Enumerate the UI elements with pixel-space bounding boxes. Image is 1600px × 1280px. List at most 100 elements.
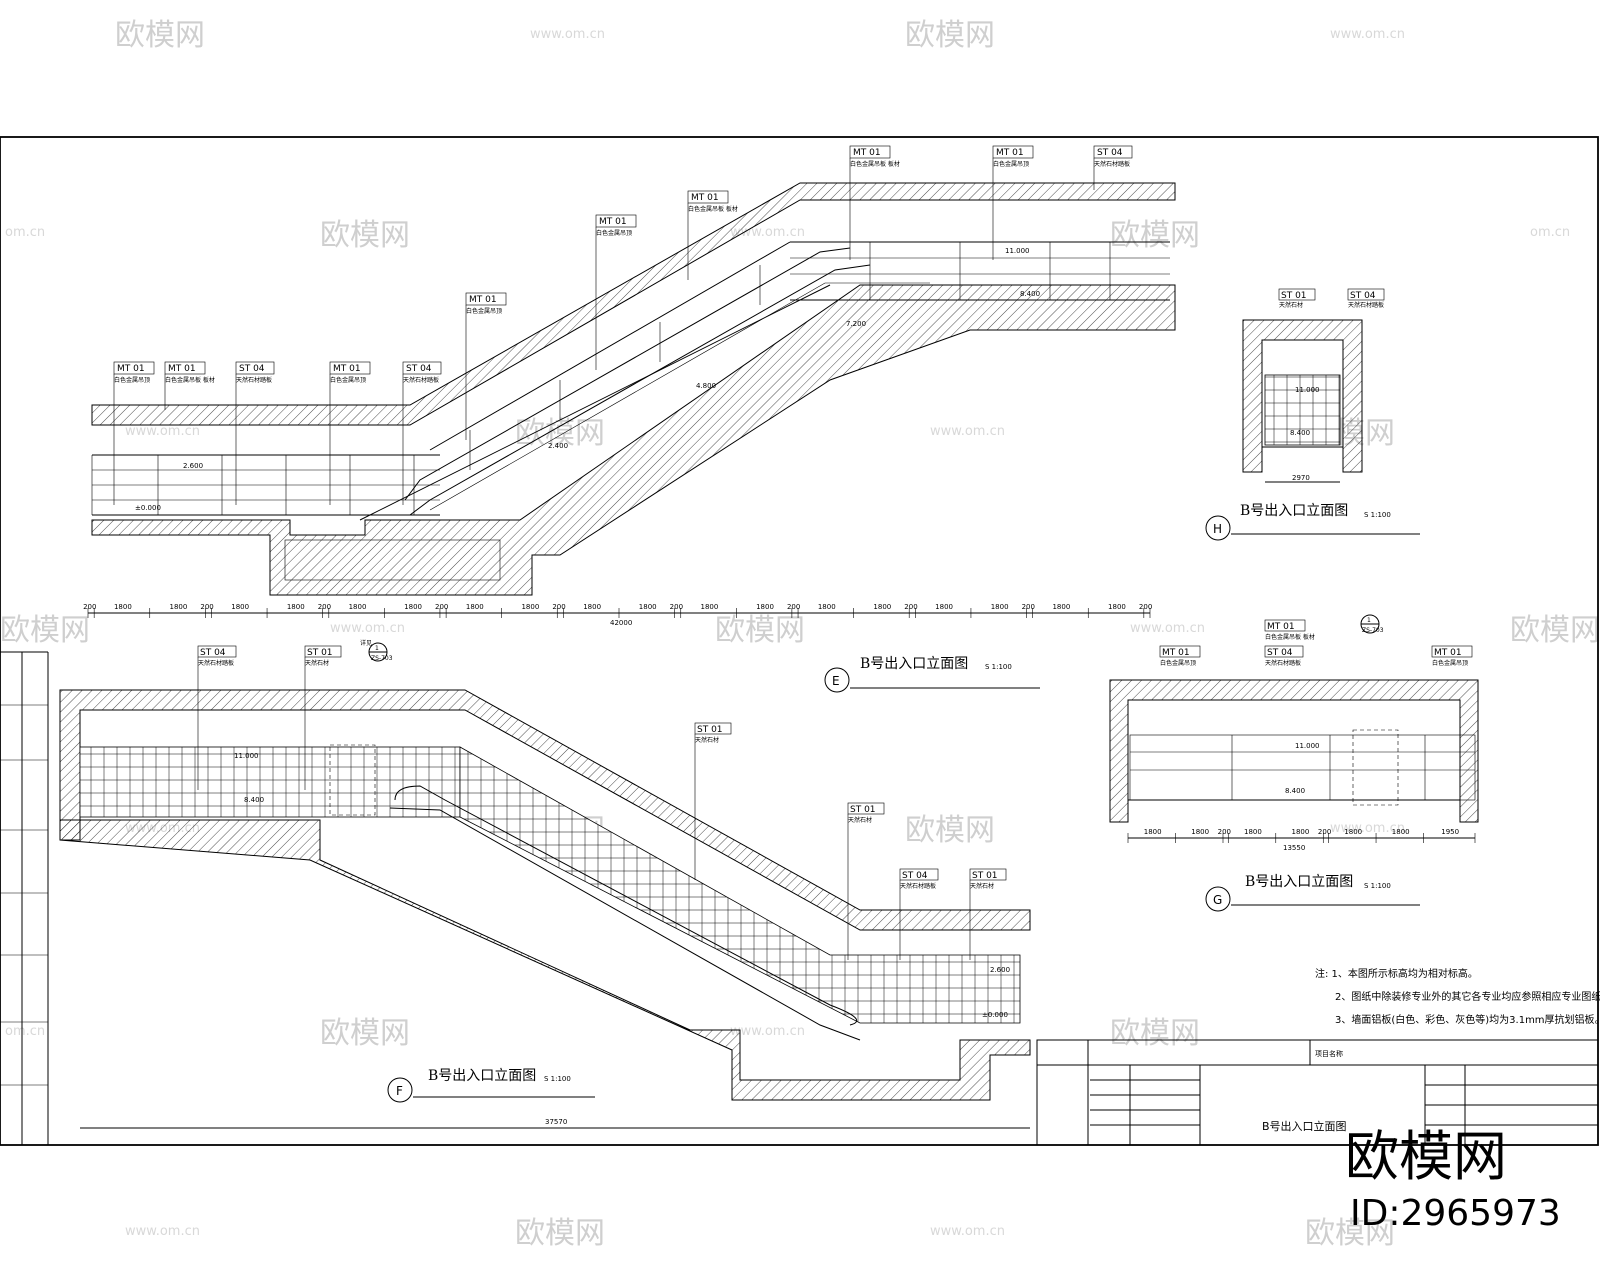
tag-note: 天然石材踏板 [236, 376, 272, 384]
railing-upper [429, 241, 1170, 470]
watermark-url: www.om.cn [1330, 27, 1405, 42]
elevation-label: ±0.000 [135, 504, 161, 512]
dimension-segment-label: 200 [670, 603, 683, 611]
watermark-url-short: om.cn [5, 1024, 45, 1039]
structure-section-F [59, 819, 1031, 1101]
dimension-segment-label: 1800 [873, 603, 891, 611]
watermark-brand: 欧模网 [905, 18, 995, 53]
watermark-url: www.om.cn [330, 621, 405, 636]
tag-st01: ST 01 [697, 725, 723, 735]
dimension-segment-label: 200 [435, 603, 448, 611]
tag-mt01: MT 01 [599, 217, 627, 227]
drawing-marker-G [1205, 886, 1231, 912]
tag-note: 白色金属吊顶 [466, 307, 502, 315]
watermark-url: www.om.cn [930, 1224, 1005, 1239]
watermark-brand: 欧模网 [1110, 218, 1200, 253]
tag-note: 白色金属吊顶 [114, 376, 150, 384]
elevation-label: 2.400 [548, 442, 568, 450]
dimension-segment-label: 1800 [991, 603, 1009, 611]
dimension-segment-label: 200 [200, 603, 213, 611]
dimension-segment-label: 1800 [818, 603, 836, 611]
elevation-label: 11.000 [1005, 247, 1030, 255]
dimension-segment-label: 1800 [935, 603, 953, 611]
elevation-label: ±0.000 [982, 1011, 1008, 1019]
dimension-segment-label: 200 [787, 603, 800, 611]
watermark-url: www.om.cn [125, 424, 200, 439]
tag-mt01: MT 01 [469, 295, 497, 305]
watermark-url: www.om.cn [530, 27, 605, 42]
drawing-marker-letter: H [1213, 522, 1222, 536]
tag-note: 白色金属吊顶 [1432, 659, 1468, 667]
tag-mt01: MT 01 [1434, 648, 1462, 658]
dimension-segment-label: 1800 [1191, 828, 1209, 836]
dimension-segment-label: 1800 [521, 603, 539, 611]
drawing-marker-E [824, 667, 850, 693]
tag-st04: ST 04 [1097, 148, 1123, 158]
dimension-segment-label: 200 [1218, 828, 1231, 836]
tag-note: 白色金属吊板 板材 [1265, 633, 1315, 641]
dimension-segment-label: 200 [1022, 603, 1035, 611]
dimension-segment-label: 1800 [349, 603, 367, 611]
tag-st01: ST 01 [972, 871, 998, 881]
tag-note: 天然石材 [1279, 301, 1303, 309]
stone-tile-wall [459, 746, 1021, 1024]
watermark-url: www.om.cn [125, 1224, 200, 1239]
tag-note: 天然石材踏板 [900, 882, 936, 890]
tag-mt01: MT 01 [1162, 648, 1190, 658]
detail-region [329, 744, 376, 816]
dimension-segment-label: 1800 [701, 603, 719, 611]
elevation-label: 11.000 [1295, 742, 1320, 750]
elevation-label: 11.000 [1295, 386, 1320, 394]
drawing-scale-E: S 1:100 [985, 663, 1012, 671]
watermark-url-short: om.cn [1530, 225, 1570, 240]
tag-note: 天然石材 [305, 659, 329, 667]
watermark-url-short: om.cn [5, 225, 45, 240]
tag-st01: ST 01 [850, 805, 876, 815]
watermark-brand: 欧模网 [1510, 613, 1600, 648]
tag-note: 天然石材踏板 [1094, 160, 1130, 168]
note-line: 2、图纸中除装修专业外的其它各专业均应参照相应专业图纸。 [1335, 990, 1600, 1003]
dimension-segment-label: 1800 [639, 603, 657, 611]
tag-st04: ST 04 [902, 871, 928, 881]
dimension-total: 13550 [1283, 844, 1305, 852]
elevation-label: 7.200 [846, 320, 866, 328]
dimension-segment-label: 1800 [114, 603, 132, 611]
dimension-total: 37570 [545, 1118, 567, 1126]
dimension-segment-label: 1800 [1144, 828, 1162, 836]
dimension-segment-label: 1800 [1344, 828, 1362, 836]
drawing-marker-H [1205, 515, 1231, 541]
ceiling-section [91, 182, 1176, 426]
tag-note: 天然石材踏板 [1265, 659, 1301, 667]
tag-st04: ST 04 [1350, 291, 1376, 301]
stone-tile-wall [79, 746, 461, 818]
drawing-E: MT 01 白色金属吊顶 MT 01 白色金属吊板 板材 ST 04 天然石材踏… [83, 145, 1176, 693]
dimension-segment-label: 200 [552, 603, 565, 611]
left-revision-strip [0, 704, 48, 1086]
sheet-border [0, 136, 1599, 1146]
tag-note: 白色金属吊顶 [1160, 659, 1196, 667]
dimension-segment-label: 1800 [756, 603, 774, 611]
tag-note: 白色金属吊板 板材 [165, 376, 215, 384]
tag-mt01: MT 01 [1267, 622, 1295, 632]
elevation-label: 4.800 [696, 382, 716, 390]
tag-mt01: MT 01 [996, 148, 1024, 158]
dimension-total: 42000 [610, 619, 632, 627]
dimension-segment-label: 1800 [1244, 828, 1262, 836]
dimension-segment-label: 1950 [1441, 828, 1459, 836]
dimension-segment-label: 200 [1318, 828, 1331, 836]
tag-st04: ST 04 [1267, 648, 1293, 658]
dimension-total: 2970 [1292, 474, 1310, 482]
detail-callout-sheet: ZS-703 [371, 655, 393, 662]
dimension-ticks-E: 200 1800 1800 200 1800 1800 200 1800 1800 200 1800… [83, 603, 1152, 618]
dimension-segment-label: 200 [1139, 603, 1152, 611]
tag-note: 天然石材踏板 [1348, 301, 1384, 309]
drawing-marker-letter: E [832, 674, 840, 688]
drawing-F: ST 04 天然石材踏板 ST 01 天然石材 ST 01 天然石材 ST 01… [59, 639, 1031, 1129]
dimension-segment-label: 1800 [404, 603, 422, 611]
tag-st04: ST 04 [200, 648, 226, 658]
dimension-segment-label: 1800 [583, 603, 601, 611]
drawing-scale-F: S 1:100 [544, 1075, 571, 1083]
